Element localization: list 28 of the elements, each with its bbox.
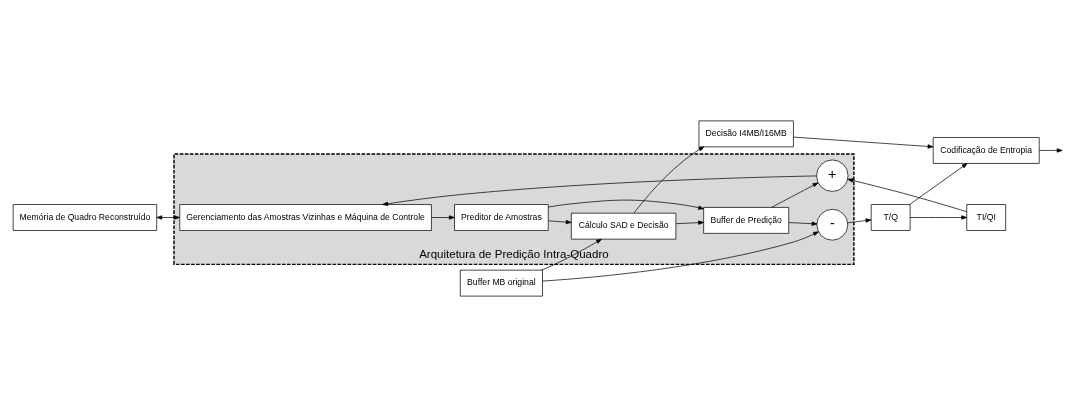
arrow	[675, 220, 704, 225]
node-circle: -	[816, 208, 849, 241]
arrow	[771, 182, 819, 208]
arrow	[547, 199, 704, 210]
arrow	[548, 219, 572, 224]
arrow	[541, 238, 602, 270]
node-box: Buffer MB original	[459, 269, 543, 296]
node-box: Buffer de Predição	[703, 206, 790, 234]
node-box: Decisão I4MB/I16MB	[698, 120, 794, 147]
node-box: T/Q	[870, 203, 911, 231]
arrow	[633, 146, 705, 213]
arrow	[793, 136, 934, 149]
arrow	[382, 175, 817, 206]
arrow	[156, 214, 180, 220]
arrow	[847, 217, 872, 223]
arrow	[909, 162, 968, 205]
arrow	[542, 230, 819, 281]
node-box: TI/QI	[966, 203, 1007, 231]
node-circle: +	[816, 159, 849, 192]
arrow	[1038, 147, 1063, 153]
node-box: Preditor de Amostras	[454, 203, 549, 231]
node-box: Codificação de Entropia	[932, 136, 1040, 164]
node-box: Memória de Quadro Reconstruído	[12, 203, 158, 231]
arrow	[847, 177, 968, 212]
arrow	[909, 214, 968, 220]
node-box: Cálculo SAD e Decisão	[570, 212, 677, 239]
arrow	[431, 214, 455, 220]
arrow	[788, 221, 818, 226]
